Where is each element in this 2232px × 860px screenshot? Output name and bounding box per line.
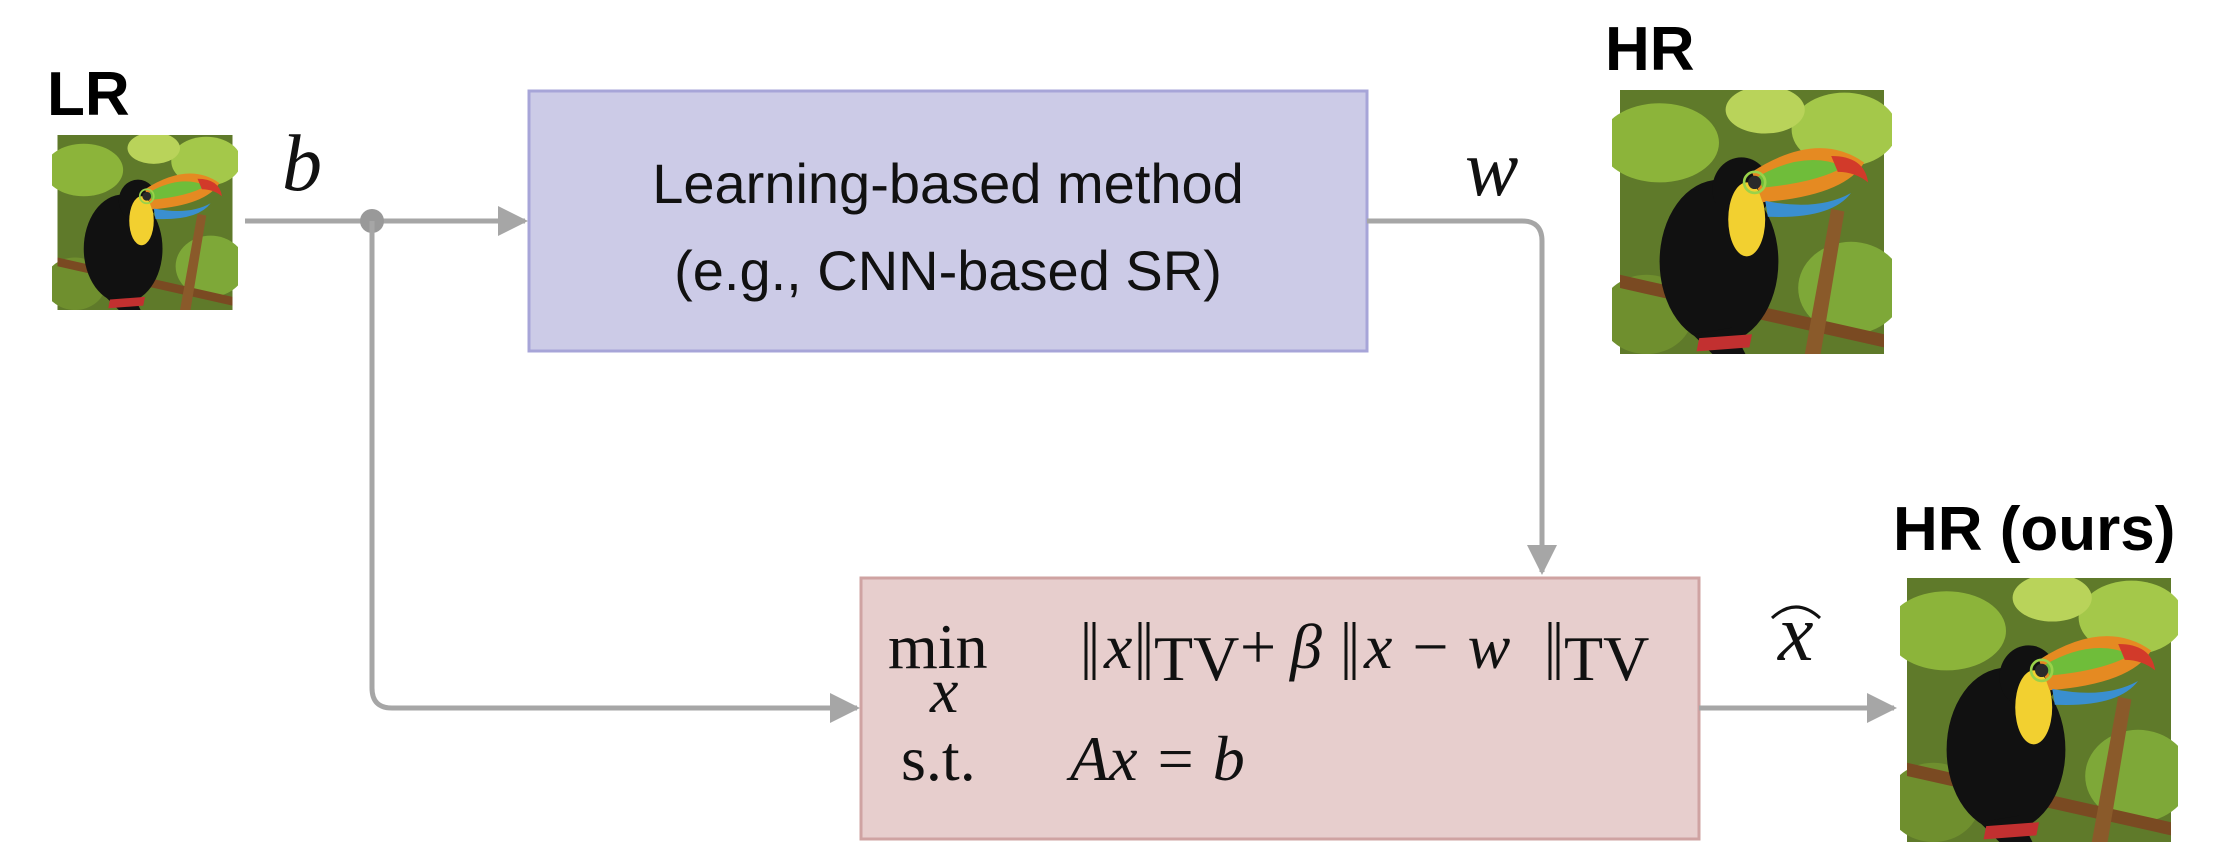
hr-ours-label: HR (ours): [1893, 495, 2175, 564]
signal-w: w: [1465, 125, 1518, 213]
min-operator: min: [888, 611, 988, 682]
optimization-box: [859, 576, 1701, 841]
min-subscript: x: [929, 655, 958, 726]
signal-xhat: x: [1777, 590, 1814, 678]
lr-image: [52, 135, 238, 310]
learning-method-box: [527, 89, 1369, 353]
signal-b: b: [282, 120, 322, 208]
objective-difference: x − w: [1363, 611, 1511, 682]
hr-label: HR: [1605, 15, 1695, 84]
objective-function: x TV + β x − w TV: [1084, 611, 1649, 694]
lr-label: LR: [47, 60, 130, 129]
objective-tv-2: TV: [1564, 623, 1649, 694]
objective-beta: β: [1288, 611, 1322, 682]
arrow-learning-to-optimization: [1367, 218, 1557, 575]
subject-to-label: s.t.: [901, 723, 976, 794]
constraint-equation: Ax = b: [1066, 723, 1245, 794]
hat-accent: [1770, 605, 1822, 620]
learning-method-subtitle: (e.g., CNN-based SR): [674, 239, 1222, 302]
arrow-lr-to-optimization: [369, 221, 860, 723]
hr-image: [1612, 90, 1892, 354]
hr-ours-image: [1900, 578, 2178, 842]
objective-tv-1: TV: [1154, 623, 1239, 694]
objective-x: x: [1103, 611, 1132, 682]
learning-method-title: Learning-based method: [652, 152, 1244, 215]
objective-plus: +: [1240, 611, 1276, 682]
